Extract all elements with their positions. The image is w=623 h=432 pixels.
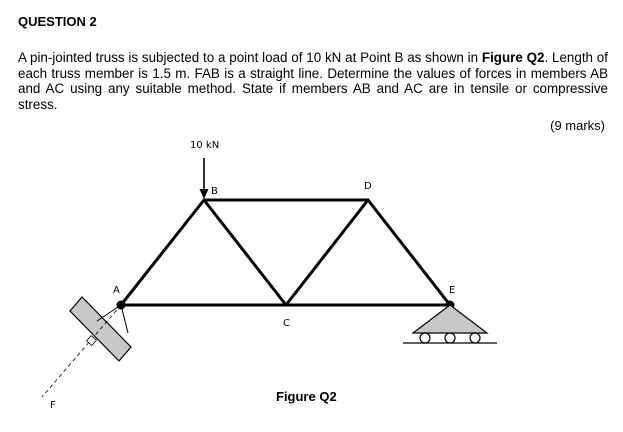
node-label-c: C (283, 318, 290, 329)
figure-caption: Figure Q2 (276, 389, 337, 404)
roller-support-e (403, 304, 497, 344)
member-de (366, 198, 452, 307)
truss-members (119, 198, 452, 307)
node-label-f: F (50, 400, 56, 411)
marks-label: (9 marks) (550, 118, 605, 133)
node-label-b: B (211, 186, 218, 197)
figure-reference: Figure Q2 (481, 50, 545, 65)
load-label: 10 kN (190, 140, 219, 151)
question-text-part-1: A pin-jointed truss is subjected to a po… (18, 50, 482, 65)
line-fa (41, 304, 122, 398)
question-text: A pin-jointed truss is subjected to a po… (18, 50, 608, 112)
member-cd (284, 198, 370, 307)
question-heading: QUESTION 2 (18, 14, 97, 29)
joint-a (116, 300, 126, 310)
node-label-e: E (449, 285, 455, 296)
node-label-a: A (113, 285, 120, 296)
load-arrow (199, 158, 209, 199)
node-label-d: D (364, 181, 372, 192)
member-bc (202, 198, 288, 307)
question-text-part-2: . Length of each truss member is 1.5 m. … (18, 50, 608, 112)
member-ab (119, 198, 206, 307)
